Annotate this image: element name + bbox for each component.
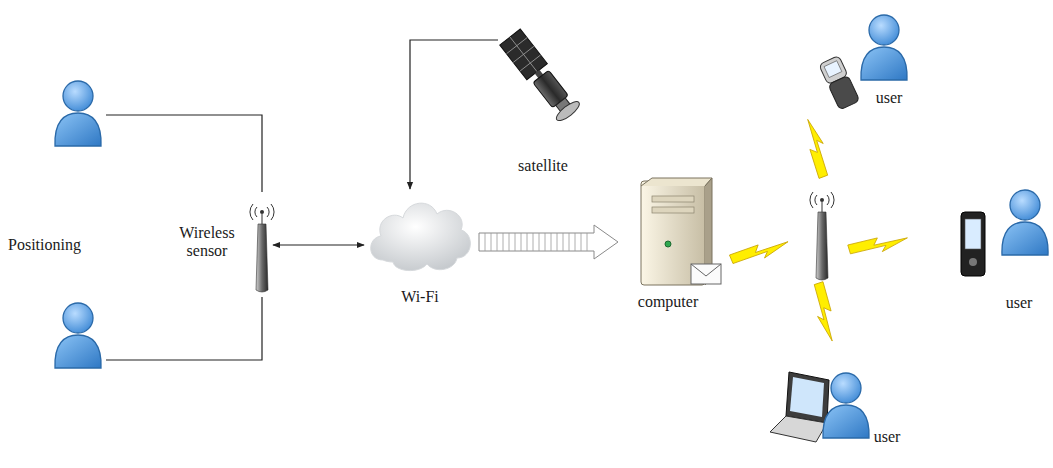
node-label: Wi-Fi [401,288,439,306]
node-label: satellite [518,157,568,175]
user-node: user [866,89,912,111]
user-node: user [864,428,910,450]
user-node: user [996,294,1042,316]
node-label: user [876,89,903,107]
sensor-node: Wireless sensor [170,196,272,300]
cloud-shape [365,190,475,278]
satellite-node: satellite [500,25,586,177]
node-label: user [1006,294,1033,312]
connector [479,225,618,259]
node-label: user [874,428,901,446]
computer-node: computer [622,176,714,313]
connector [410,40,498,189]
free-label: Positioning [8,236,81,254]
node-label: computer [638,293,698,311]
node-label: Wireless sensor [170,224,244,261]
connector [273,245,364,246]
cloud-node: Wi-Fi [365,190,475,308]
